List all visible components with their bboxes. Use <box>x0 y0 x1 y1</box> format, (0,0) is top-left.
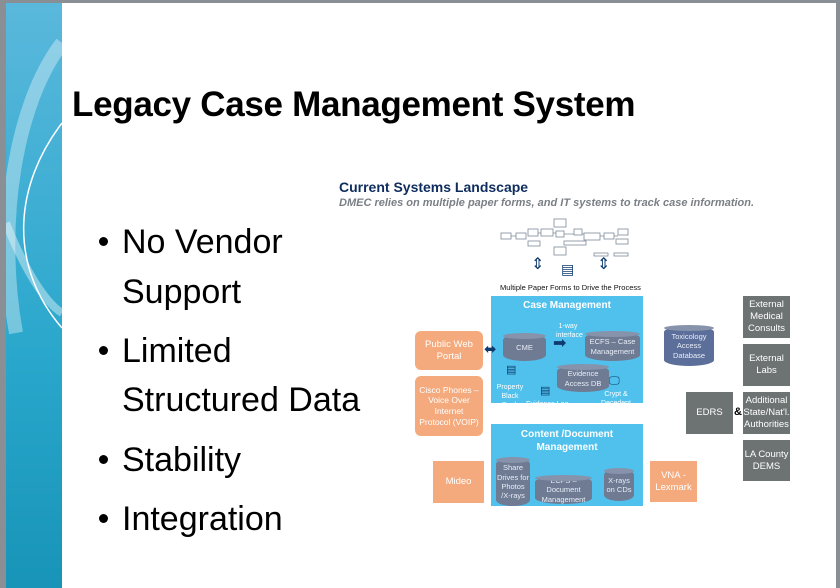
bullet-dot <box>99 346 108 355</box>
bullet-text: Structured Data <box>122 381 361 419</box>
public-web-portal: Public Web Portal <box>415 331 483 370</box>
notebook-icon: ▤ <box>540 385 551 397</box>
bullet-text: No Vendor <box>122 223 283 261</box>
decorative-sidebar <box>6 3 62 588</box>
bullet-dot <box>99 455 108 464</box>
process-flowchart <box>500 218 629 257</box>
ecfs-case-database: ECFS – Case Management <box>585 331 640 361</box>
ampersand: & <box>734 406 742 418</box>
notebook-icon: ▤ <box>506 364 517 376</box>
forms-caption: Multiple Paper Forms to Drive the Proces… <box>500 283 641 292</box>
ecfs-document-db: ECFS – Document Management <box>535 475 592 504</box>
evidence-log-label: Evidence Log <box>526 401 569 408</box>
external-medical-consults: External Medical Consults <box>743 296 790 338</box>
slide-title: Legacy Case Management System <box>72 85 636 124</box>
voip-box: Cisco Phones – Voice Over Internet Proto… <box>415 376 483 436</box>
bidirectional-arrow-icon: ⬌ <box>484 341 497 358</box>
swirl-graphic <box>6 38 62 335</box>
property-book-label: Property Black Book <box>496 384 524 409</box>
right-arrow-icon: ➡ <box>553 335 567 352</box>
up-down-arrow-icon: ⇕ <box>597 256 611 273</box>
share-drives-db: Share Drives for Photos /X-rays <box>496 457 530 506</box>
monitor-icon: 🖵 <box>609 375 620 387</box>
bullet-dot <box>99 237 108 246</box>
mideo-box: Mideo <box>433 461 484 503</box>
vna-lexmark-box: VNA - Lexmark <box>650 461 697 502</box>
la-county-dems: LA County DEMS <box>743 440 790 481</box>
interface-label: 1-way interface <box>556 323 583 339</box>
bullet-dot <box>99 514 108 523</box>
bullet-text: Stability <box>122 441 242 479</box>
edrs-box: EDRS <box>686 392 733 434</box>
paper-form-icon: ▤ <box>561 261 575 277</box>
xrays-cd-db: X-rays on CDs <box>604 468 634 501</box>
content-management-title: Content /Document Management <box>520 429 614 453</box>
diagram-heading: Current Systems Landscape <box>339 179 529 195</box>
toxicology-db: Toxicology Access Database <box>664 325 714 366</box>
additional-authorities: Additional State/Nat'l. Authorities <box>743 392 790 434</box>
crypt-tracking-label: Crypt & Decedent Tracking Excel <box>593 391 639 416</box>
bullet-text: Support <box>122 273 242 311</box>
evidence-db: Evidence Access DB <box>557 364 609 392</box>
up-down-arrow-icon: ⇕ <box>531 256 545 273</box>
diagram-subheading: DMEC relies on multiple paper forms, and… <box>339 197 755 209</box>
case-management-title: Case Management <box>523 300 611 311</box>
bullet-text: Integration <box>122 500 283 538</box>
cme-database: CME <box>503 333 546 361</box>
bullet-text: Limited <box>122 332 232 370</box>
slide: Legacy Case Management System No Vendor … <box>6 3 836 588</box>
external-labs: External Labs <box>743 344 790 386</box>
